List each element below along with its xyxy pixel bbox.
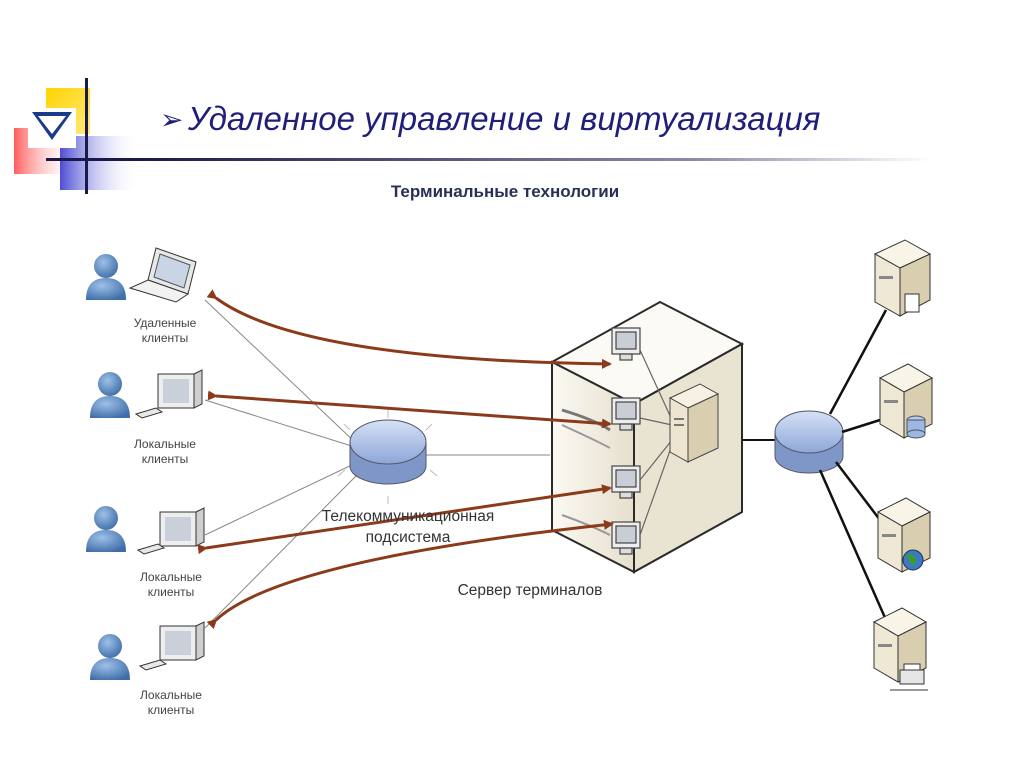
title-bullet: ➢ — [160, 103, 184, 136]
title-divider — [140, 158, 930, 161]
internal-links — [639, 349, 673, 536]
web-server-icon — [876, 497, 932, 573]
client-local-2 — [86, 506, 205, 555]
print-server-icon — [872, 607, 928, 691]
virtual-desktops — [611, 327, 641, 555]
user-icon — [86, 254, 126, 300]
server-label: Сервер терминалов — [457, 582, 603, 599]
user-icon — [90, 634, 130, 680]
session-arrows — [197, 289, 614, 630]
user-icon — [90, 372, 130, 418]
user-icon — [86, 506, 126, 552]
database-server-icon — [878, 363, 934, 439]
file-server-icon — [873, 239, 932, 317]
telecom-hub-icon — [337, 410, 438, 504]
slide-title: Удаленное управление и виртуализация — [188, 100, 821, 137]
host-server-icon — [668, 383, 720, 463]
laptop-icon — [128, 247, 197, 303]
client-local-1 — [90, 369, 203, 419]
logo — [14, 78, 150, 194]
client-local-3 — [90, 621, 205, 680]
desktop-icon — [138, 621, 205, 671]
slide-subtitle: Терминальные технологии — [390, 182, 620, 201]
backend-hub-icon — [742, 309, 888, 621]
desktop-icon — [134, 369, 203, 419]
desktop-icon — [136, 507, 205, 555]
client-remote — [86, 247, 197, 303]
